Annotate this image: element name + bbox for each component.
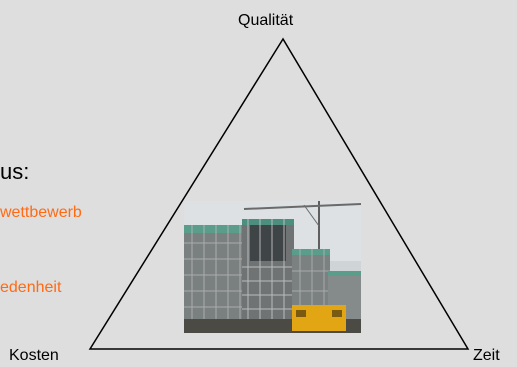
construction-site-photo xyxy=(184,201,361,333)
triangle-top-label: Qualität xyxy=(238,12,294,29)
triangle-right-label: Zeit xyxy=(473,347,500,364)
triangle-left-label: Kosten xyxy=(9,347,59,364)
triangle-outline xyxy=(88,37,470,350)
cut-list-item: wettbewerb xyxy=(0,204,82,221)
cut-list-item: edenheit xyxy=(0,279,62,296)
construction-site-illustration xyxy=(184,201,361,333)
cut-heading-text: us: xyxy=(0,159,30,184)
